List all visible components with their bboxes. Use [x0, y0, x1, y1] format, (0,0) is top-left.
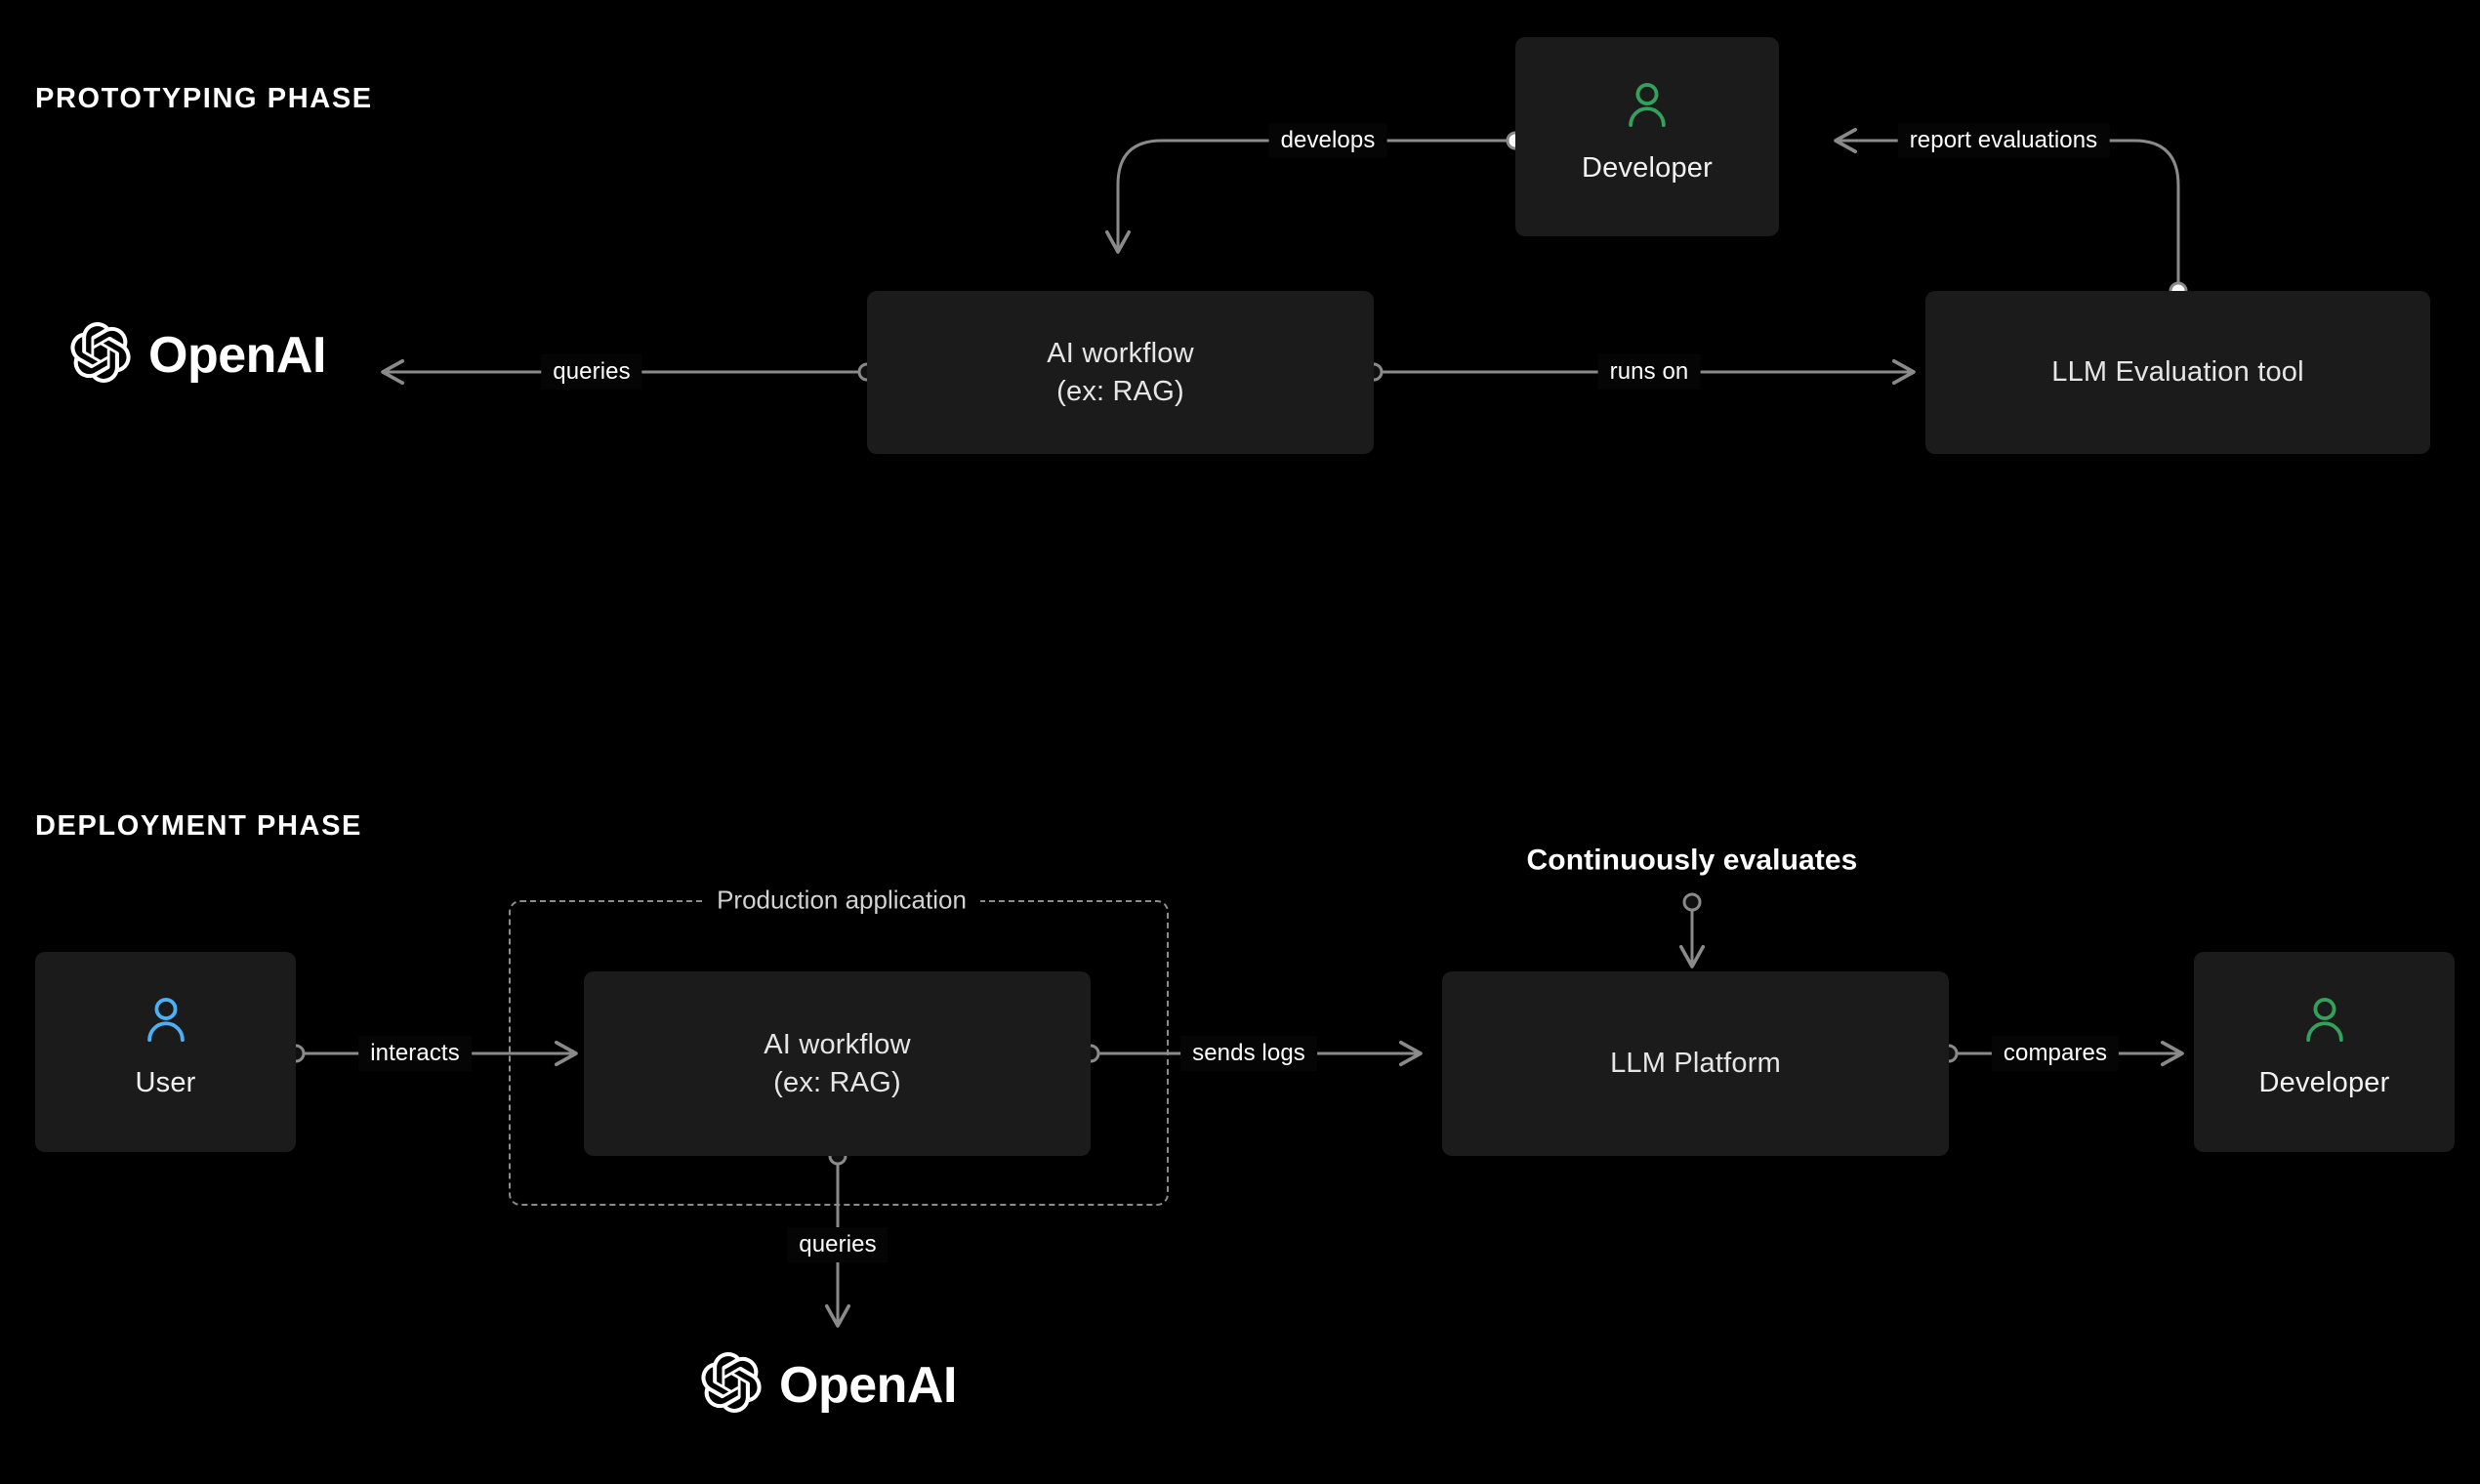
node-ai-workflow-deployment[interactable]: AI workflow (ex: RAG) [584, 971, 1091, 1156]
group-title-production-application: Production application [703, 885, 980, 916]
node-ai-workflow-prototyping[interactable]: AI workflow (ex: RAG) [867, 291, 1374, 454]
edge-label-compares: compares [1991, 1036, 2120, 1071]
edge-label-continuously-evaluates: Continuously evaluates [1526, 844, 1858, 877]
node-developer-deployment[interactable]: Developer [2194, 952, 2455, 1152]
node-llm-platform[interactable]: LLM Platform [1442, 971, 1949, 1156]
node-label: User [135, 1067, 196, 1098]
node-user[interactable]: User [35, 952, 296, 1152]
openai-logo-deployment: OpenAI [701, 1352, 957, 1418]
node-llm-evaluation-tool[interactable]: LLM Evaluation tool [1925, 291, 2430, 454]
node-label: LLM Platform [1610, 1048, 1781, 1080]
node-label: LLM Evaluation tool [2051, 356, 2304, 389]
edge-label-queries-prototyping: queries [541, 354, 642, 390]
person-icon [2302, 995, 2347, 1051]
edge-label-interacts: interacts [358, 1036, 472, 1071]
node-developer-prototyping[interactable]: Developer [1515, 37, 1779, 236]
edge-label-report-evaluations: report evaluations [1897, 123, 2110, 158]
person-icon [1625, 80, 1670, 136]
openai-wordmark: OpenAI [148, 326, 326, 384]
person-icon [144, 995, 188, 1051]
node-label: Developer [2258, 1067, 2390, 1098]
openai-logo-icon [701, 1352, 762, 1418]
openai-wordmark: OpenAI [779, 1356, 957, 1414]
edge-label-sends-logs: sends logs [1180, 1036, 1317, 1071]
section-title-prototyping: PROTOTYPING PHASE [35, 83, 373, 114]
openai-logo-icon [70, 322, 131, 388]
edge-continuously-evaluates [1678, 892, 1706, 969]
edge-label-queries-deployment: queries [787, 1227, 889, 1262]
node-label: AI workflow (ex: RAG) [764, 1028, 911, 1098]
section-title-deployment: DEPLOYMENT PHASE [35, 810, 362, 842]
edge-report-evaluations [1834, 127, 2188, 301]
openai-logo-prototyping: OpenAI [70, 322, 326, 388]
edge-label-runs-on: runs on [1597, 354, 1701, 390]
node-label: AI workflow (ex: RAG) [1047, 337, 1194, 407]
edge-label-develops: develops [1268, 123, 1387, 158]
node-label: Developer [1582, 152, 1713, 184]
